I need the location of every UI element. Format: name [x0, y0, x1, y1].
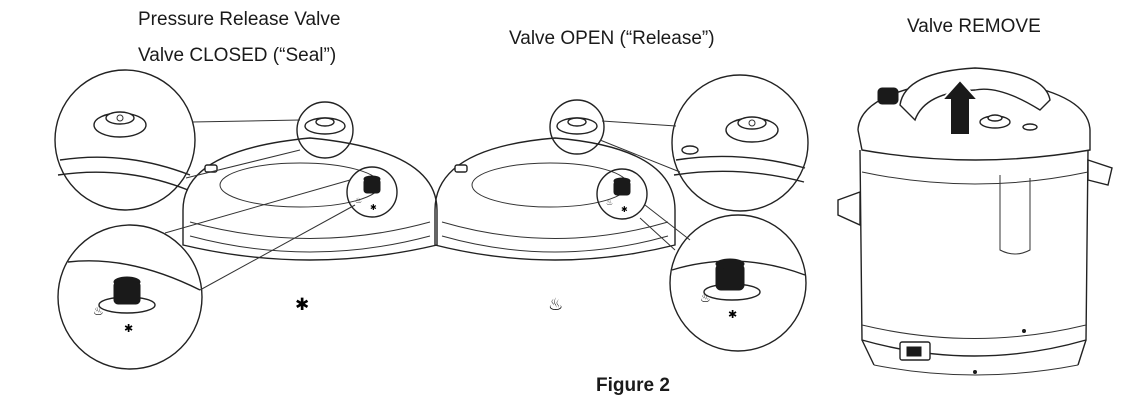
zoom-open-knob: ♨ ✱ [639, 204, 807, 352]
zoom-open-valve-top [599, 74, 809, 212]
lid-closed-illustration: ♨ ✱ [182, 101, 438, 261]
svg-text:♨: ♨ [93, 304, 104, 318]
pressure-release-valve-label: Pressure Release Valve [138, 9, 341, 30]
svg-text:✱: ✱ [728, 308, 737, 321]
zoom-closed-knob: ♨ ✱ [57, 179, 356, 370]
valve-remove-label: Valve REMOVE [907, 16, 1041, 37]
figure-caption: Figure 2 [596, 375, 670, 396]
release-symbol-icon: ♨ [548, 295, 563, 315]
valve-closed-label: Valve CLOSED (“Seal”) [138, 45, 337, 66]
seal-symbol-icon: ✱ [295, 295, 309, 315]
valve-open-label: Valve OPEN (“Release”) [509, 28, 715, 49]
zoom-closed-valve-top [54, 69, 301, 211]
svg-text:♨: ♨ [700, 291, 711, 305]
lid-open-illustration: ♨ ✱ [434, 99, 676, 261]
svg-text:✱: ✱ [124, 322, 133, 335]
svg-text:♨: ♨ [606, 198, 613, 207]
up-arrow-icon [939, 78, 981, 136]
svg-text:✱: ✱ [621, 205, 628, 214]
pot-remove-illustration [837, 67, 1113, 376]
svg-text:♨: ♨ [355, 196, 362, 205]
svg-text:✱: ✱ [370, 203, 377, 212]
